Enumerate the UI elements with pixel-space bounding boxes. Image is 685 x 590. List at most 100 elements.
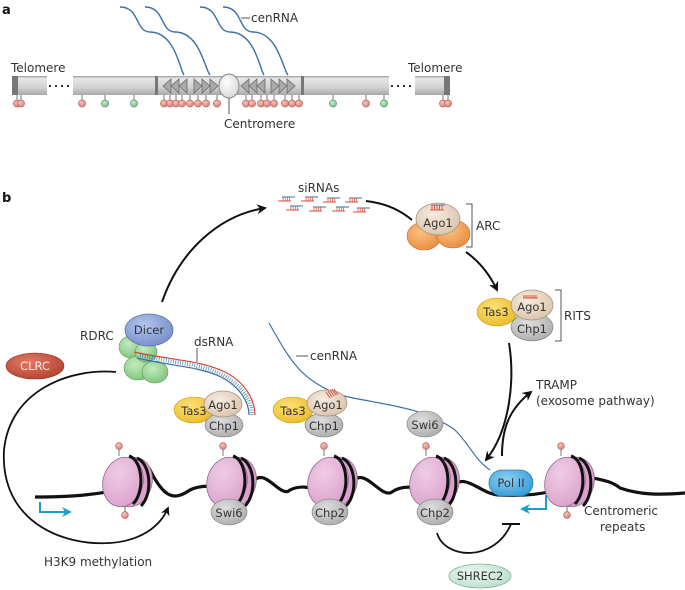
sirna-duplex xyxy=(301,196,318,202)
arc-bracket xyxy=(466,203,473,248)
sirna-duplex xyxy=(278,196,295,202)
shrec2-label: SHREC2 xyxy=(457,569,504,583)
h3k9-methyl-mark xyxy=(295,95,303,108)
histone-tail-mark xyxy=(557,442,565,450)
h3k9-methyl-mark xyxy=(78,95,86,108)
centromere-label: Centromere xyxy=(224,117,295,131)
h3k9-methyl-mark xyxy=(270,95,278,108)
arrow-arc-to-rits xyxy=(465,251,499,292)
telomere-right-label: Telomere xyxy=(407,61,462,75)
euchromatin-mark xyxy=(380,95,388,108)
euchromatin-mark xyxy=(130,95,138,108)
arrow-sirnas-to-arc xyxy=(365,200,413,221)
rits-on-chromatin-1: Tas3 Chp1 Ago1 xyxy=(173,390,244,438)
boundary-left xyxy=(155,76,158,95)
ago1-rits xyxy=(510,289,554,321)
telomere-left-cap xyxy=(12,76,18,95)
shrec2 xyxy=(448,563,512,589)
h3k9-methyl-mark xyxy=(186,95,194,108)
sirna-duplex xyxy=(353,207,370,213)
h3k9-methyl-mark xyxy=(172,95,180,108)
swi6-top xyxy=(406,410,444,438)
arrow-pol2-to-tramp xyxy=(501,390,533,457)
h3k9-methyl-mark xyxy=(263,95,271,108)
rits-bracket xyxy=(555,289,562,342)
tas3-rits-label: Tas3 xyxy=(482,305,508,319)
shrec2-inhibition-arc xyxy=(436,523,512,554)
cenrna-label-b: cenRNA xyxy=(310,349,358,363)
nucleosome xyxy=(206,442,257,519)
h3k9-methyl-mark xyxy=(194,95,202,108)
h3k9-methyl-mark xyxy=(202,95,210,108)
arrow-rits-to-pol2 xyxy=(484,342,513,462)
h3k9-methyl-mark xyxy=(178,95,186,108)
tss-reverse-arrow xyxy=(520,495,547,514)
ago1-arc-label: Ago1 xyxy=(423,216,453,230)
sirnas xyxy=(278,196,370,213)
rits-complex: Tas3 Chp1 Ago1 xyxy=(476,289,554,342)
chp1-chromatin-1-label: Chp1 xyxy=(209,419,239,433)
rits-label: RITS xyxy=(564,309,591,323)
chp2-right-label: Chp2 xyxy=(420,506,450,520)
panel-b-label: b xyxy=(2,191,11,206)
nucleosomes xyxy=(102,442,595,519)
sirna-duplex xyxy=(323,197,340,203)
clrc xyxy=(5,352,65,380)
h3k9-methyl-mark xyxy=(160,95,168,108)
pol2-label: Pol II xyxy=(497,476,524,490)
exosome-label: (exosome pathway) xyxy=(536,394,655,408)
boundary-right xyxy=(301,76,304,95)
repeat-arrows xyxy=(162,78,296,94)
chp2-right xyxy=(416,498,454,526)
dsrna xyxy=(133,351,256,416)
sirna-duplex xyxy=(309,206,326,212)
arc-label: ARC xyxy=(476,219,500,233)
h3k9-label: H3K9 methylation xyxy=(44,555,152,569)
chp1-rits-label: Chp1 xyxy=(517,322,547,336)
h3k9-methyl-mark xyxy=(166,95,174,108)
centromere-circle xyxy=(218,73,240,99)
tas3-chromatin-2-label: Tas3 xyxy=(279,404,305,418)
telomere-right-cap xyxy=(444,76,450,95)
repeats-label: repeats xyxy=(600,520,645,534)
chp1-chromatin-2-label: Chp1 xyxy=(309,419,339,433)
euchromatin-mark xyxy=(101,95,109,108)
arrow-dicer-to-sirnas xyxy=(161,204,267,303)
centromeric-label: Centromeric xyxy=(584,504,658,518)
h3k9-methyl-mark xyxy=(362,95,370,108)
h3k9-methyl-mark xyxy=(242,95,250,108)
h3k9-methyl-mark xyxy=(281,95,289,108)
clrc-label: CLRC xyxy=(20,359,50,373)
ago1-chromatin-2-label: Ago1 xyxy=(313,398,343,412)
ago1-arc xyxy=(415,202,461,236)
rdrc-label: RDRC xyxy=(80,329,114,343)
histone-tail-mark xyxy=(563,511,571,519)
swi6-top-label: Swi6 xyxy=(411,418,438,432)
h3k9-methyl-mark xyxy=(257,95,265,108)
nucleosome xyxy=(102,442,153,519)
h3k9-methyl-mark xyxy=(17,95,25,108)
nucleosome xyxy=(409,442,460,519)
sirna-duplex xyxy=(332,206,349,212)
tss-forward-arrow xyxy=(39,502,72,517)
telomere-left-label: Telomere xyxy=(10,61,65,75)
h3k9-methylation-arrow xyxy=(3,370,170,545)
sirna-duplex xyxy=(345,197,362,203)
tas3-chromatin-1-label: Tas3 xyxy=(180,404,206,418)
pol2 xyxy=(488,469,534,497)
h3k9-methyl-mark xyxy=(444,95,452,108)
ago1-chromatin-1-label: Ago1 xyxy=(208,398,238,412)
chp2-left-label: Chp2 xyxy=(315,506,345,520)
swi6-bottom xyxy=(210,498,248,526)
histone-tail-mark xyxy=(115,442,123,450)
histone-tail-mark xyxy=(121,511,129,519)
sirnas-label: siRNAs xyxy=(298,181,339,195)
dicer-label: Dicer xyxy=(134,323,164,337)
cenrna-transcripts xyxy=(119,6,289,76)
tramp-label: TRAMP xyxy=(535,378,577,392)
h3k9-methyl-mark xyxy=(248,95,256,108)
histone-tail-mark xyxy=(320,442,328,450)
cenrna-label-a: cenRNA xyxy=(251,11,299,25)
nucleosome xyxy=(307,442,358,519)
